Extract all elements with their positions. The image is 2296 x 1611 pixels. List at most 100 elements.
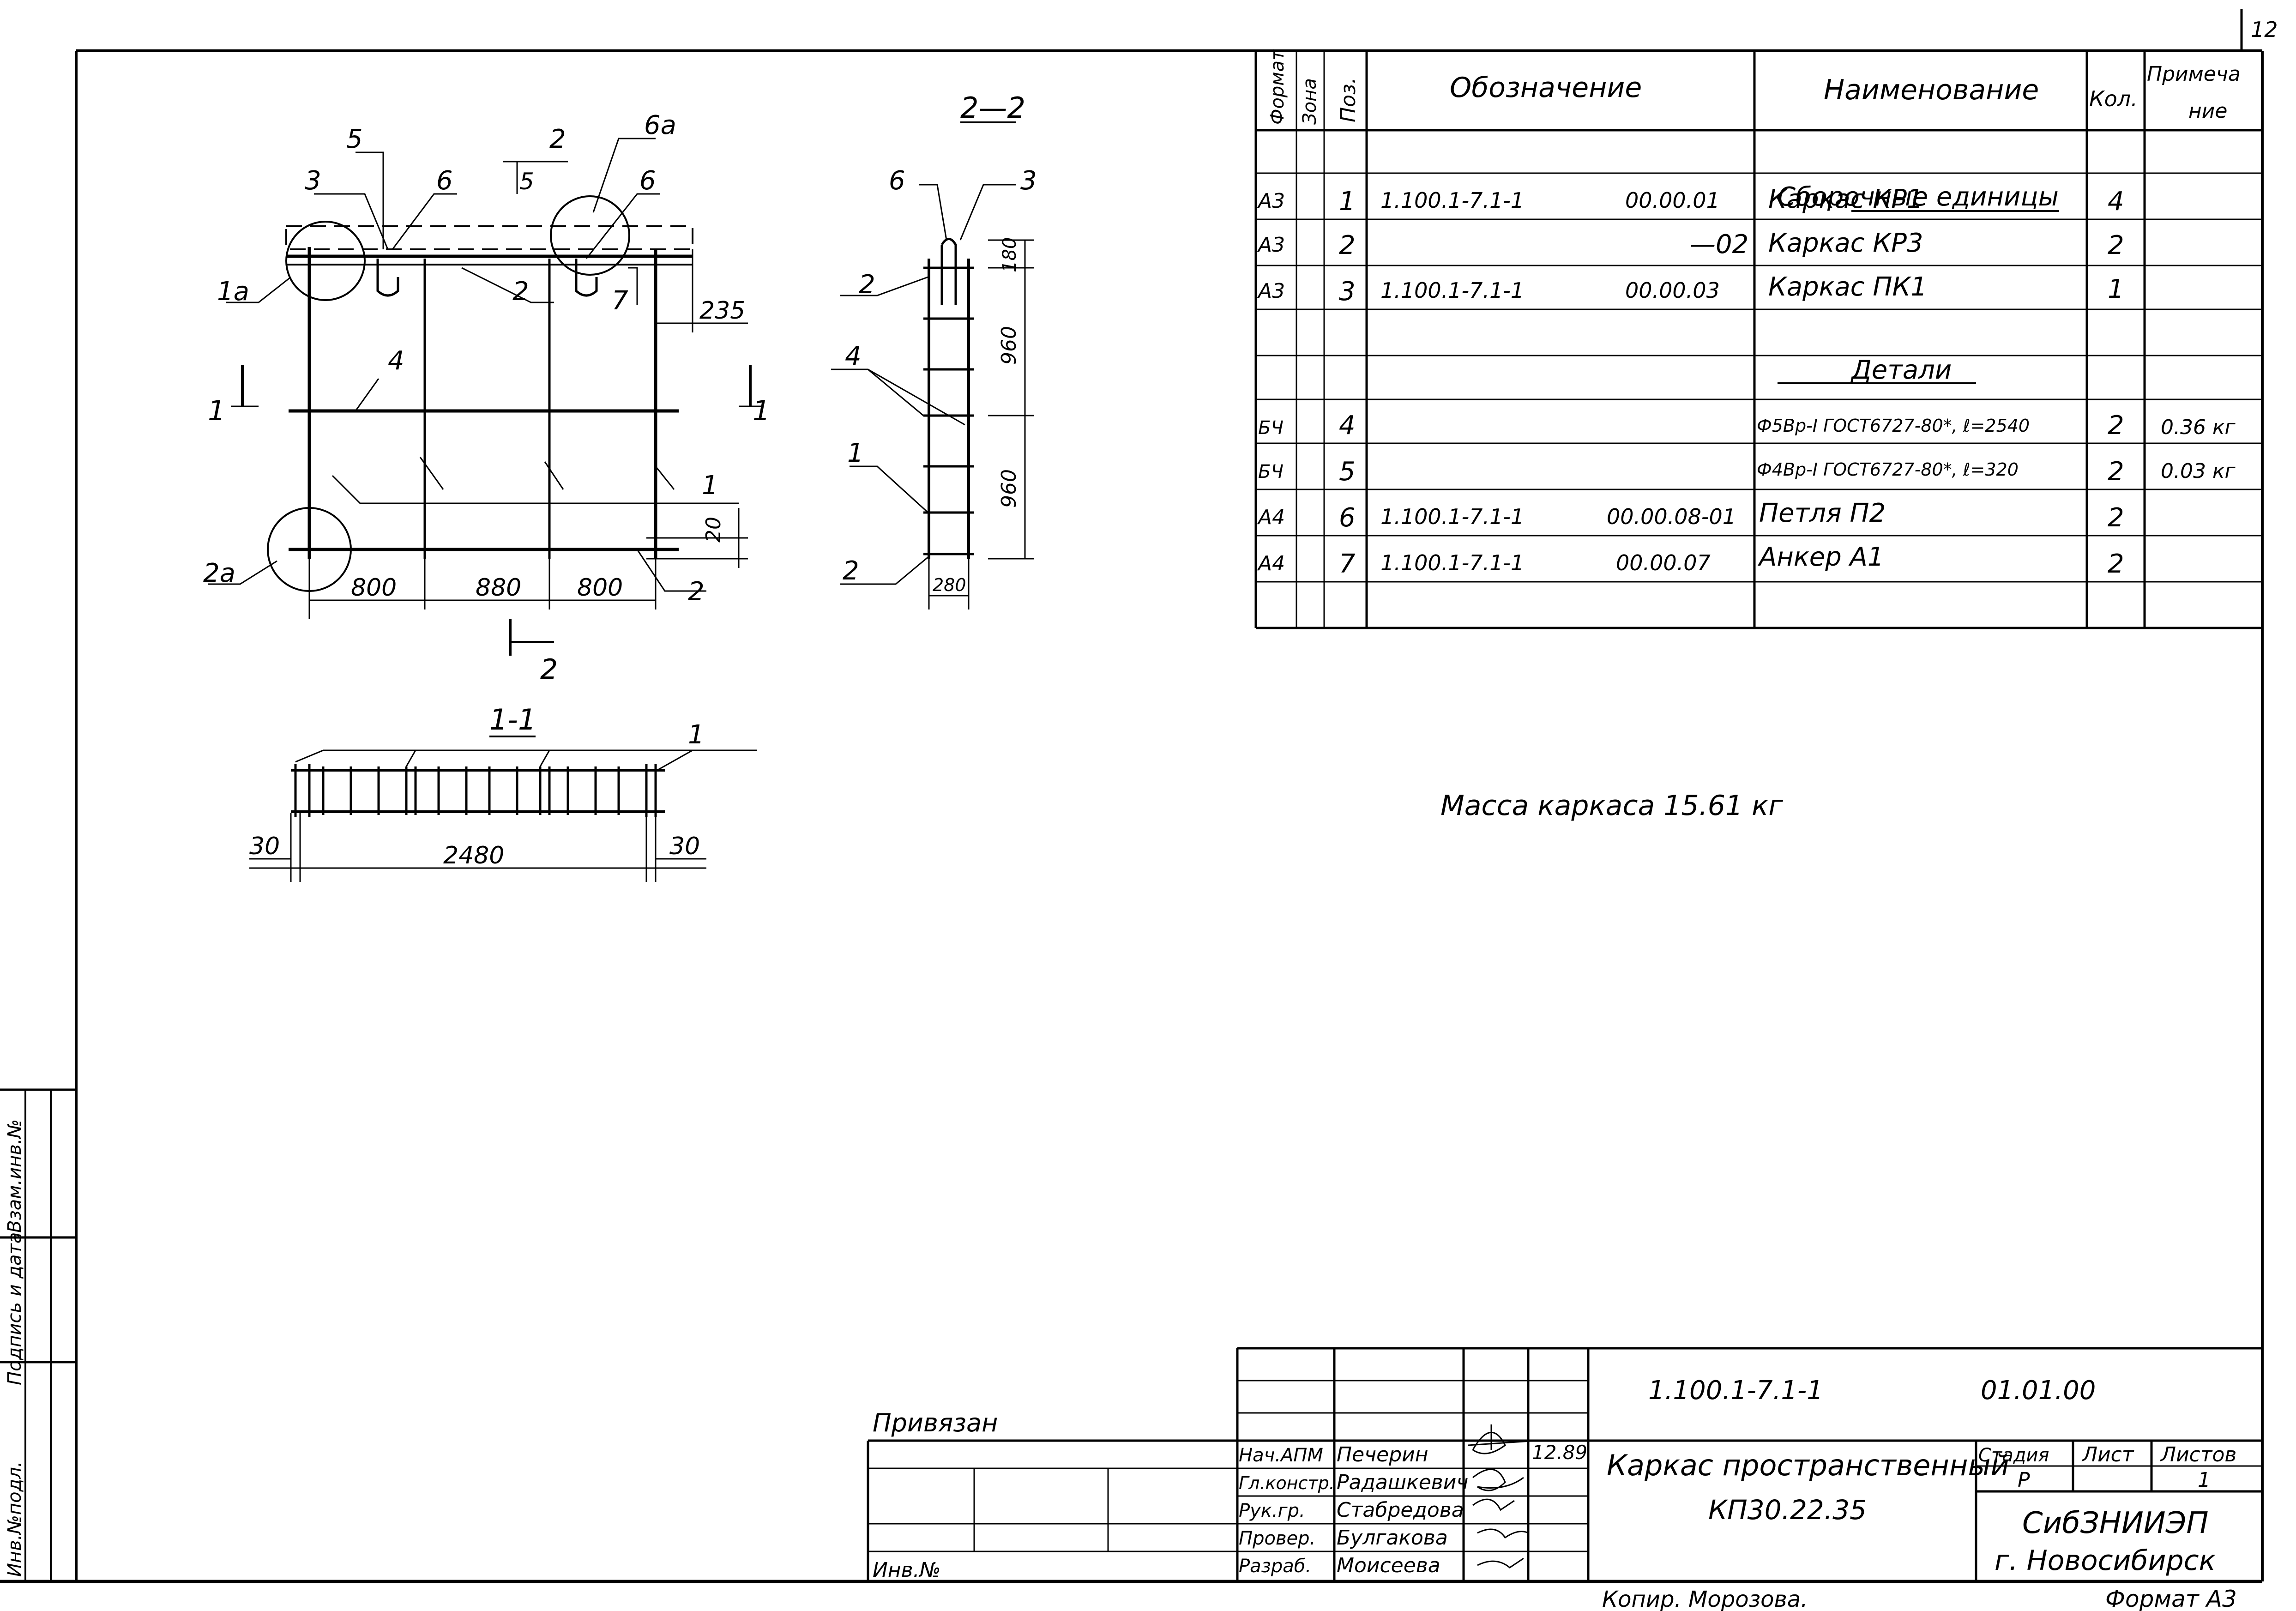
doc-suffix: 01.01.00	[1981, 1376, 2096, 1406]
row2-pos: 2	[1339, 230, 1356, 260]
person-4: Булгакова	[1337, 1526, 1448, 1550]
leader-1-right: 1	[702, 471, 718, 501]
leader-1a: 1а	[217, 277, 249, 307]
dim-800-a: 800	[351, 574, 397, 602]
format-note: Формат А3	[2105, 1586, 2237, 1611]
s22-leader-6: 6	[889, 166, 905, 196]
stage-label: Стадия	[1978, 1445, 2049, 1466]
dim-880: 880	[476, 574, 521, 602]
document-title-line2: КП30.22.35	[1708, 1494, 1867, 1526]
leader-3: 3	[305, 166, 321, 196]
dim-2480: 2480	[443, 842, 504, 869]
row5-pos: 5	[1339, 457, 1356, 487]
document-title-line1: Каркас пространственный	[1607, 1448, 2009, 1482]
dim-30-a: 30	[249, 833, 280, 860]
row6-format: А4	[1257, 506, 1285, 529]
s22-leader-2b: 2	[843, 556, 859, 586]
leader-5b: 5	[519, 168, 534, 195]
row4-format: БЧ	[1258, 417, 1284, 439]
row6-name: Петля П2	[1759, 498, 1886, 528]
row4-qty: 2	[2108, 410, 2124, 440]
row7-code: 1.100.1-7.1-1	[1380, 550, 1524, 575]
row4-note: 0.36 кг	[2161, 416, 2236, 439]
row3-pos: 3	[1339, 277, 1356, 307]
organization-name: СибЗНИИЭП	[2022, 1506, 2208, 1540]
row5-format: БЧ	[1258, 461, 1284, 483]
row5-note: 0.03 кг	[2161, 459, 2236, 483]
row1-format: А3	[1257, 189, 1285, 213]
cut-2-top: 2	[549, 124, 566, 154]
leader-7: 7	[612, 286, 628, 316]
row7-code2: 00.00.07	[1616, 550, 1711, 575]
cut-1-right: 1	[753, 395, 770, 427]
dim-20: 20	[702, 517, 725, 543]
row5-name: Ф4Вр-I ГОСТ6727-80*, ℓ=320	[1757, 459, 2019, 480]
row3-name: Каркас ПК1	[1768, 272, 1927, 302]
section-assembly-units: Сборочные единицы	[1778, 182, 2059, 212]
row7-format: А4	[1257, 552, 1285, 575]
mass-note: Масса каркаса 15.61 кг	[1440, 790, 1783, 822]
header-pos: Поз.	[1337, 78, 1360, 122]
row2-code2: —02	[1690, 229, 1748, 259]
leader-6b: 6	[639, 166, 656, 196]
person-5: Моисеева	[1337, 1554, 1440, 1577]
dim-800-b: 800	[577, 574, 623, 602]
leader-2a: 2а	[203, 558, 235, 588]
dim-235: 235	[699, 297, 745, 325]
row1-qty: 4	[2108, 187, 2124, 217]
bound-label: Привязан	[873, 1408, 998, 1437]
cut-2-bottom: 2	[540, 653, 558, 686]
row2-qty: 2	[2108, 230, 2124, 260]
side-replace-inv: Взам.инв.№	[4, 1119, 25, 1233]
dim-30-b: 30	[669, 833, 700, 860]
leader-4: 4	[388, 346, 404, 376]
section-details: Детали	[1850, 355, 1952, 385]
dim-960-a: 960	[997, 326, 1021, 365]
leader-6a: 6а	[644, 110, 676, 140]
row5-qty: 2	[2108, 457, 2124, 487]
side-signature-date: Подпись и дата	[4, 1232, 25, 1385]
approval-date: 12.89	[1532, 1441, 1587, 1464]
header-designation: Обозначение	[1450, 72, 1642, 104]
dim-180: 180	[999, 237, 1020, 272]
s11-leader-1: 1	[688, 720, 705, 750]
s22-leader-4: 4	[845, 341, 862, 371]
row3-code2: 00.00.03	[1625, 278, 1720, 303]
row7-name: Анкер А1	[1758, 542, 1884, 572]
role-5: Разраб.	[1239, 1556, 1311, 1577]
sheets-value: 1	[2198, 1468, 2211, 1492]
row6-code: 1.100.1-7.1-1	[1380, 504, 1524, 529]
role-2: Гл.констр.	[1239, 1473, 1335, 1493]
cut-1-left: 1	[208, 395, 225, 427]
row2-format: А3	[1257, 233, 1285, 257]
row7-qty: 2	[2108, 549, 2124, 579]
person-1: Печерин	[1337, 1443, 1428, 1466]
section-2-2-title: 2—2	[960, 91, 1025, 125]
leader-2-mid: 2	[512, 277, 529, 307]
inv-label: Инв.№	[873, 1558, 940, 1582]
row6-code2: 00.00.08-01	[1607, 504, 1736, 529]
row3-qty: 1	[2108, 274, 2124, 304]
row4-pos: 4	[1339, 410, 1356, 440]
s22-leader-2a: 2	[859, 270, 875, 300]
dim-280: 280	[933, 575, 966, 595]
dim-960-b: 960	[997, 469, 1021, 508]
header-format: Формат	[1267, 49, 1288, 125]
side-inv-orig: Инв.№подл.	[4, 1461, 25, 1577]
copy-note: Копир. Морозова.	[1602, 1587, 1808, 1611]
row6-qty: 2	[2108, 503, 2124, 533]
sheets-label: Листов	[2160, 1443, 2236, 1466]
sheet-corner-number: 12	[2251, 17, 2278, 42]
header-note-2: ние	[2188, 99, 2227, 123]
leader-6: 6	[436, 166, 453, 196]
row6-pos: 6	[1339, 503, 1356, 533]
header-note-1: Примеча	[2147, 62, 2241, 86]
sheet-label: Лист	[2081, 1443, 2134, 1466]
row1-pos: 1	[1339, 187, 1356, 217]
role-3: Рук.гр.	[1239, 1500, 1305, 1521]
s22-leader-1: 1	[847, 438, 864, 468]
s22-leader-3: 3	[1020, 166, 1037, 196]
row1-code: 1.100.1-7.1-1	[1380, 188, 1524, 213]
role-1: Нач.АПМ	[1239, 1445, 1323, 1466]
